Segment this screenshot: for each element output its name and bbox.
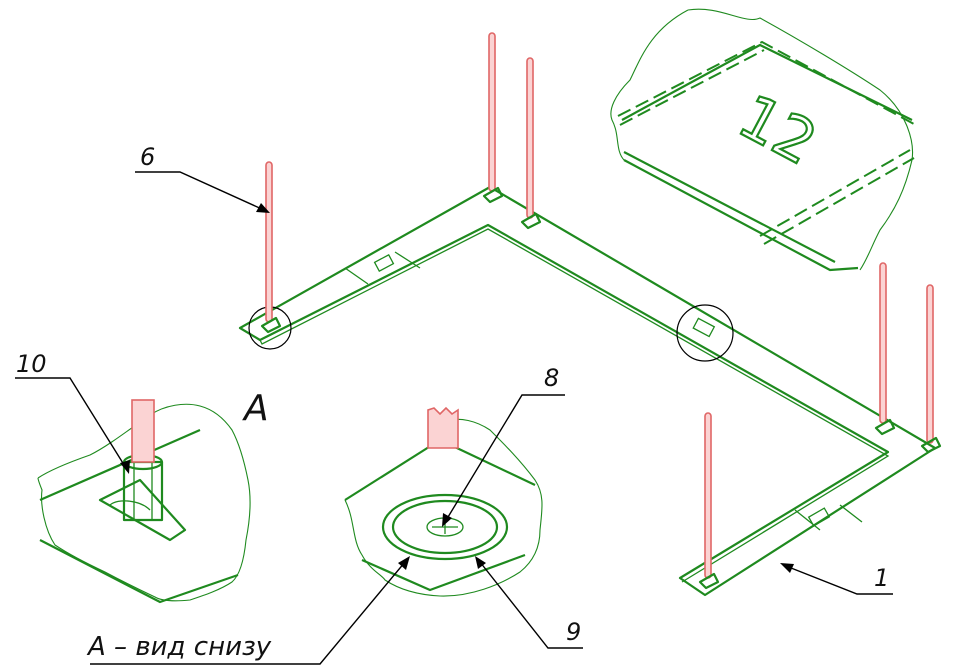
caption-view-from-below: А – вид снизу — [86, 632, 272, 662]
label-part-8: 8 — [544, 364, 559, 392]
clip-bracket — [344, 251, 421, 285]
detail-circle-view — [676, 304, 734, 362]
label-part-6: 6 — [140, 143, 155, 171]
detail-a — [37, 399, 251, 604]
leader-view-caption: А – вид снизу — [86, 556, 410, 665]
part-12-number: 12 — [727, 82, 827, 180]
leader-part-1: 1 — [780, 563, 893, 595]
standoff — [122, 399, 164, 522]
clip-bracket — [794, 504, 863, 531]
pin — [920, 284, 942, 454]
view-from-below — [344, 406, 543, 597]
clip-bracket — [692, 317, 716, 338]
label-detail-a: А — [242, 388, 269, 429]
label-part-10: 10 — [16, 350, 47, 378]
leader-part-9: 9 — [475, 556, 583, 649]
leader-part-8: 8 — [442, 364, 565, 527]
pin — [698, 412, 720, 590]
frame-part-1 — [238, 185, 937, 597]
leader-part-10: 10 — [15, 350, 130, 474]
pin — [482, 32, 504, 204]
pin — [520, 57, 542, 230]
pin — [260, 161, 282, 334]
pins — [260, 32, 942, 590]
leader-part-6: 6 — [135, 143, 270, 213]
label-part-1: 1 — [874, 564, 889, 592]
label-part-9: 9 — [566, 618, 581, 646]
pin — [874, 262, 896, 436]
panel-part-12: 12 — [610, 8, 915, 272]
